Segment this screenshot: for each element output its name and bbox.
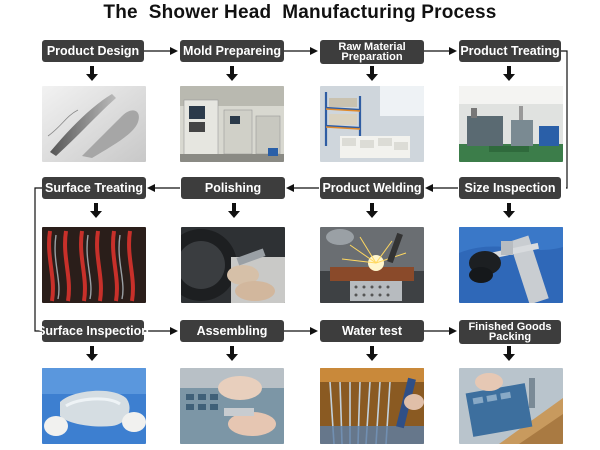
photo-caliper: [459, 227, 563, 303]
photo-water-spray: [320, 368, 424, 444]
photo-plating-rack: [42, 227, 146, 303]
step-label-product-design: Product Design: [42, 40, 144, 62]
photo-warehouse: [320, 86, 424, 162]
photo-assembly-bench: [180, 368, 284, 444]
step-label-assembling: Assembling: [180, 320, 284, 342]
step-label-surface-treating: Surface Treating: [42, 177, 146, 199]
photo-gloved-inspection: [42, 368, 146, 444]
photo-design-sketch: [42, 86, 146, 162]
step-label-product-welding: Product Welding: [320, 177, 424, 199]
step-label-product-treating: Product Treating: [459, 40, 561, 62]
step-label-surface-inspection: Surface Inspection: [37, 320, 149, 342]
photo-cnc-machines: [180, 86, 284, 162]
page-title: The Shower Head Manufacturing Process: [103, 2, 497, 23]
step-label-finished-goods-packing: Finished Goods Packing: [459, 320, 561, 344]
step-label-water-test: Water test: [320, 320, 424, 342]
photo-packing-box: [459, 368, 563, 444]
step-label-size-inspection: Size Inspection: [459, 177, 561, 199]
step-label-raw-material: Raw Material Preparation: [320, 40, 424, 64]
down-arrows: [86, 66, 515, 361]
step-label-polishing: Polishing: [181, 177, 285, 199]
photo-polishing-wheel: [181, 227, 285, 303]
connector-left: [34, 187, 42, 332]
step-label-mold-preparing: Mold Prepareing: [180, 40, 284, 62]
photo-workshop: [459, 86, 563, 162]
photo-welding-sparks: [320, 227, 424, 303]
